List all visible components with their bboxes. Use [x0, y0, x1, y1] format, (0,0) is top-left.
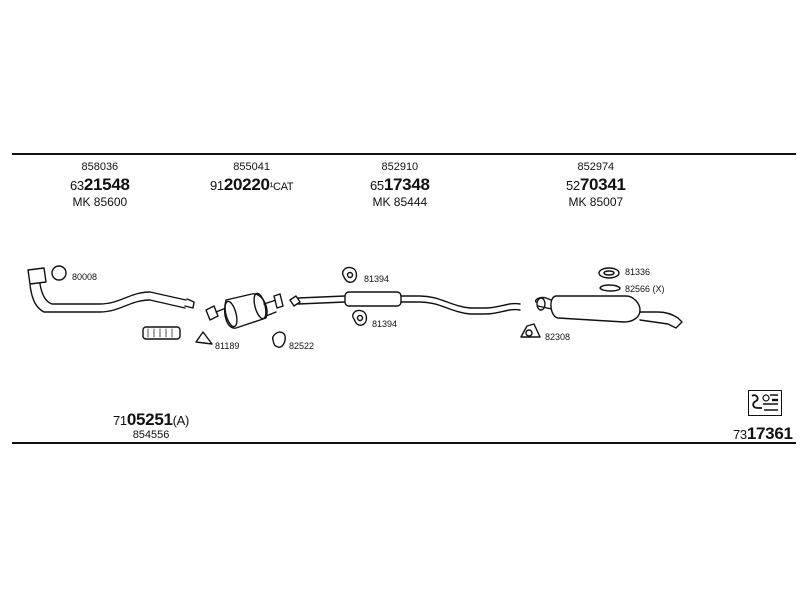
callout-82522: 82522: [289, 341, 314, 351]
callout-81394-bottom: 81394: [372, 319, 397, 329]
part-column-catalytic-converter[interactable]: 855041 9120220¹CAT: [210, 161, 294, 194]
mounting-kit-number: MK 85600: [72, 195, 128, 209]
middle-silencer-pipe[interactable]: [289, 291, 521, 315]
reference-number[interactable]: 7317361: [733, 424, 793, 443]
bottom-divider: [12, 442, 796, 444]
u-bolt-clamp[interactable]: [520, 323, 541, 338]
part-number: 5270341: [566, 175, 626, 194]
part-number: 6517348: [370, 175, 430, 194]
part-number: 9120220¹CAT: [210, 175, 294, 194]
exhaust-system-logo-icon: [748, 390, 782, 416]
kit-sub-number: 854556: [132, 429, 170, 441]
gasket-ring-icon[interactable]: [51, 265, 67, 281]
rear-silencer[interactable]: [534, 295, 683, 329]
part-id: 852910: [381, 161, 419, 173]
callout-80008: 80008: [72, 272, 97, 282]
part-number: 6321548: [70, 175, 130, 194]
mounting-kit-number: MK 85007: [568, 195, 624, 209]
callout-81189: 81189: [215, 341, 239, 351]
kit-number: 7105251(A): [113, 410, 190, 429]
part-column-front-pipe[interactable]: 858036 6321548 MK 85600: [70, 161, 130, 209]
callout-81394-top: 81394: [364, 274, 389, 284]
rubber-hanger-block[interactable]: [142, 326, 181, 340]
rubber-ring-hanger-top[interactable]: [342, 266, 358, 283]
part-id: 858036: [81, 161, 119, 173]
catalytic-converter[interactable]: [205, 292, 284, 329]
front-pipe[interactable]: [27, 267, 195, 313]
part-column-middle-silencer[interactable]: 852910 6517348 MK 85444: [370, 161, 430, 209]
rubber-ring-hanger-bottom[interactable]: [352, 309, 368, 326]
part-id: 852974: [577, 161, 615, 173]
ring-clamp-82566-icon[interactable]: [599, 284, 621, 292]
rubber-hanger-81336[interactable]: [598, 267, 620, 279]
triangle-gasket-icon[interactable]: [195, 331, 213, 345]
callout-81336: 81336: [625, 267, 650, 277]
bottom-left-kit-number[interactable]: 7105251(A) 854556: [113, 411, 189, 441]
callout-82566: 82566 (X): [625, 284, 665, 294]
mounting-kit-number: MK 85444: [372, 195, 428, 209]
callout-82308: 82308: [545, 332, 570, 342]
part-id: 855041: [233, 161, 271, 173]
oval-gasket-icon[interactable]: [271, 331, 286, 348]
top-divider: [12, 153, 796, 155]
part-column-rear-silencer[interactable]: 852974 5270341 MK 85007: [566, 161, 626, 209]
